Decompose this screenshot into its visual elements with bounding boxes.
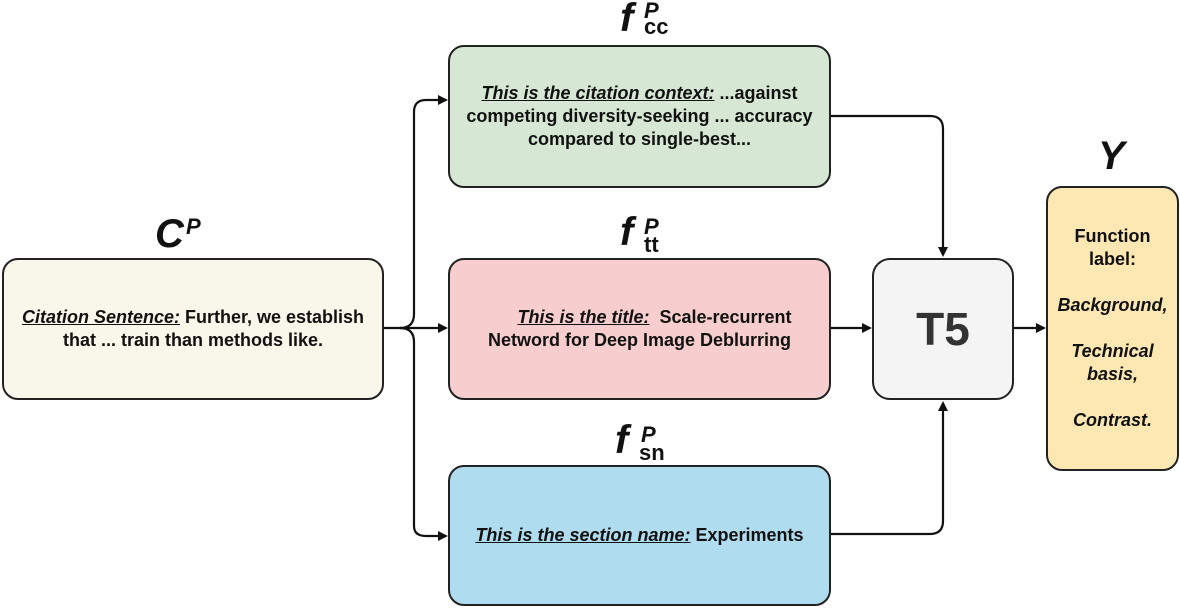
fcc-label-sup: P — [644, 0, 659, 23]
arrow-sn-to-t5 — [831, 401, 948, 536]
output-item: Contrast. — [1072, 410, 1152, 430]
cp-label-sup: P — [186, 214, 201, 239]
ftt-label-sub: tt — [644, 232, 659, 257]
section-name-content: This is the section name: Experiments — [475, 524, 803, 547]
output-item: Technical basis, — [1071, 341, 1154, 384]
fsn-label-sub: sn — [639, 440, 665, 465]
citation-context-box: This is the citation context: ...against… — [448, 45, 831, 188]
fsn-label-sup: P — [641, 422, 656, 447]
t5-model-label: T5 — [916, 302, 970, 355]
fcc-label: f P cc — [620, 0, 690, 44]
output-item: Background, — [1057, 295, 1168, 315]
citation-context-text: ...against competing diversity-seeking .… — [466, 83, 813, 149]
title-text: Scale-recurrent Netword for Deep Image D… — [487, 307, 797, 350]
ftt-label-main: f — [620, 210, 634, 254]
y-label-main: Y — [1098, 134, 1125, 178]
citation-sentence-content: Citation Sentence: Further, we establish… — [10, 306, 376, 352]
output-box: Function label: Background, Technical ba… — [1046, 186, 1179, 471]
arrow-cc-to-t5 — [831, 114, 948, 257]
section-name-lead: This is the section name: — [475, 525, 691, 545]
arrow-cp-to-sn — [399, 326, 448, 541]
fsn-label: f P sn — [615, 418, 685, 466]
y-label: Y — [1098, 134, 1138, 184]
fcc-label-main: f — [620, 0, 634, 40]
section-name-box: This is the section name: Experiments — [448, 465, 831, 606]
ftt-label-sup: P — [644, 214, 659, 239]
fcc-label-sub: cc — [644, 14, 669, 39]
cp-label-main: C — [155, 212, 184, 256]
citation-sentence-text: Further, we establish that ... train tha… — [62, 307, 365, 350]
title-content: This is the title: Scale-recurrent Netwo… — [456, 283, 823, 375]
t5-model-box: T5 — [872, 258, 1014, 400]
citation-sentence-lead: Citation Sentence: — [21, 307, 180, 327]
title-box: This is the title: Scale-recurrent Netwo… — [448, 258, 831, 400]
arrow-cp-to-cc — [399, 95, 448, 330]
fsn-label-main: f — [615, 418, 629, 462]
citation-context-content: This is the citation context: ...against… — [456, 82, 823, 151]
citation-context-lead: This is the citation context: — [481, 83, 715, 103]
cp-label: C P — [155, 212, 215, 262]
ftt-label: f P tt — [620, 210, 690, 258]
function-label-heading: Function label: — [1074, 226, 1151, 269]
citation-sentence-box: Citation Sentence: Further, we establish… — [2, 258, 384, 400]
section-name-text: Experiments — [690, 525, 804, 545]
title-lead: This is the title: — [517, 307, 650, 327]
